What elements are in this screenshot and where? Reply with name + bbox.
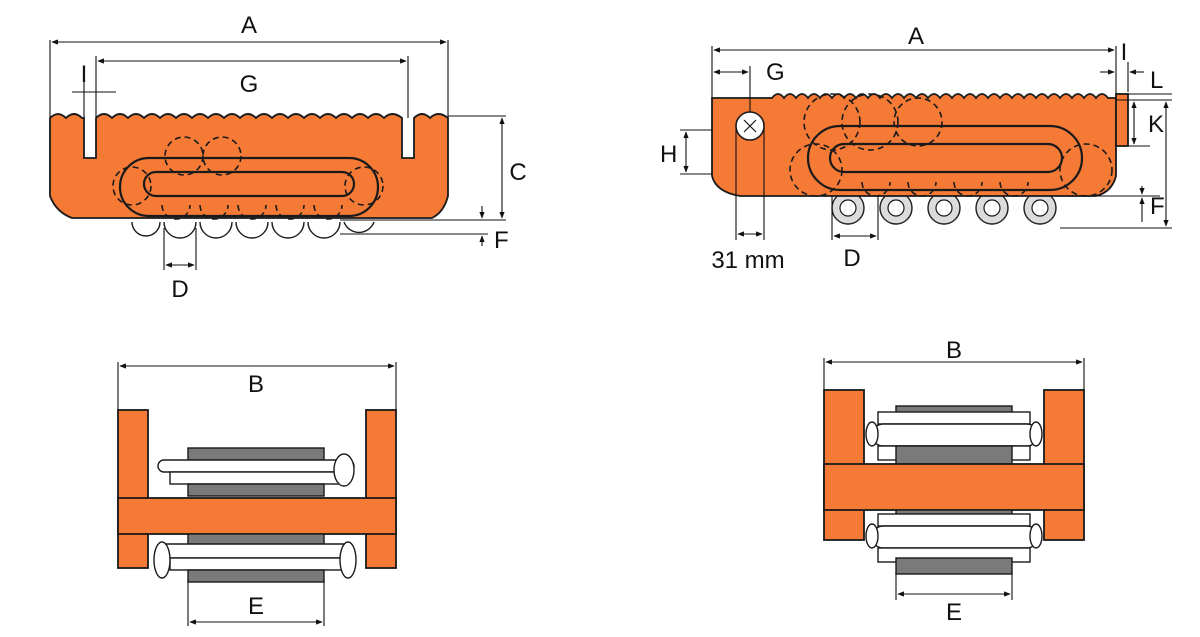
label-h: H — [660, 141, 677, 168]
roller-assembly-bottom — [153, 533, 357, 583]
label-c: C — [509, 159, 526, 186]
label-f: F — [494, 227, 509, 254]
hidden-rollers — [112, 136, 384, 220]
label-l: L — [1150, 67, 1163, 94]
roller-assembly-bottom-right — [865, 509, 1043, 575]
roller-track-inner-right — [828, 142, 1064, 174]
front-view-left: B E — [117, 362, 397, 626]
label-f-right: F — [1150, 193, 1165, 220]
side-plate-right — [365, 409, 397, 569]
label-i-right: I — [1121, 39, 1128, 66]
wheels-under-body-right — [831, 191, 1057, 225]
wheels-under-body — [131, 221, 375, 239]
roller-track-inner — [142, 170, 356, 198]
side-plate-left — [117, 409, 149, 569]
roller-assembly-top — [157, 447, 355, 497]
hidden-rollers-right — [789, 93, 1113, 197]
side-view-with-pin: A G I L K F H 31 mm — [660, 23, 1172, 274]
label-k: K — [1148, 111, 1164, 138]
pin-hole-size-label: 31 mm — [711, 247, 784, 274]
center-beam-right — [823, 463, 1085, 511]
label-e: E — [248, 593, 264, 620]
handle-block — [1115, 93, 1129, 147]
label-i: I — [81, 61, 88, 88]
label-g-right: G — [766, 59, 785, 86]
label-b: B — [248, 371, 264, 398]
label-e-right: E — [946, 599, 962, 626]
front-view-right: B E — [823, 337, 1085, 626]
center-beam — [117, 497, 397, 535]
label-d: D — [171, 276, 188, 303]
label-b-right: B — [946, 337, 962, 364]
label-d-right: D — [843, 245, 860, 272]
label-a-right: A — [908, 23, 924, 50]
roller-assembly-top-right — [865, 405, 1043, 465]
label-g: G — [240, 71, 259, 98]
label-a: A — [241, 12, 257, 39]
side-view: A G I C F D — [49, 12, 527, 303]
